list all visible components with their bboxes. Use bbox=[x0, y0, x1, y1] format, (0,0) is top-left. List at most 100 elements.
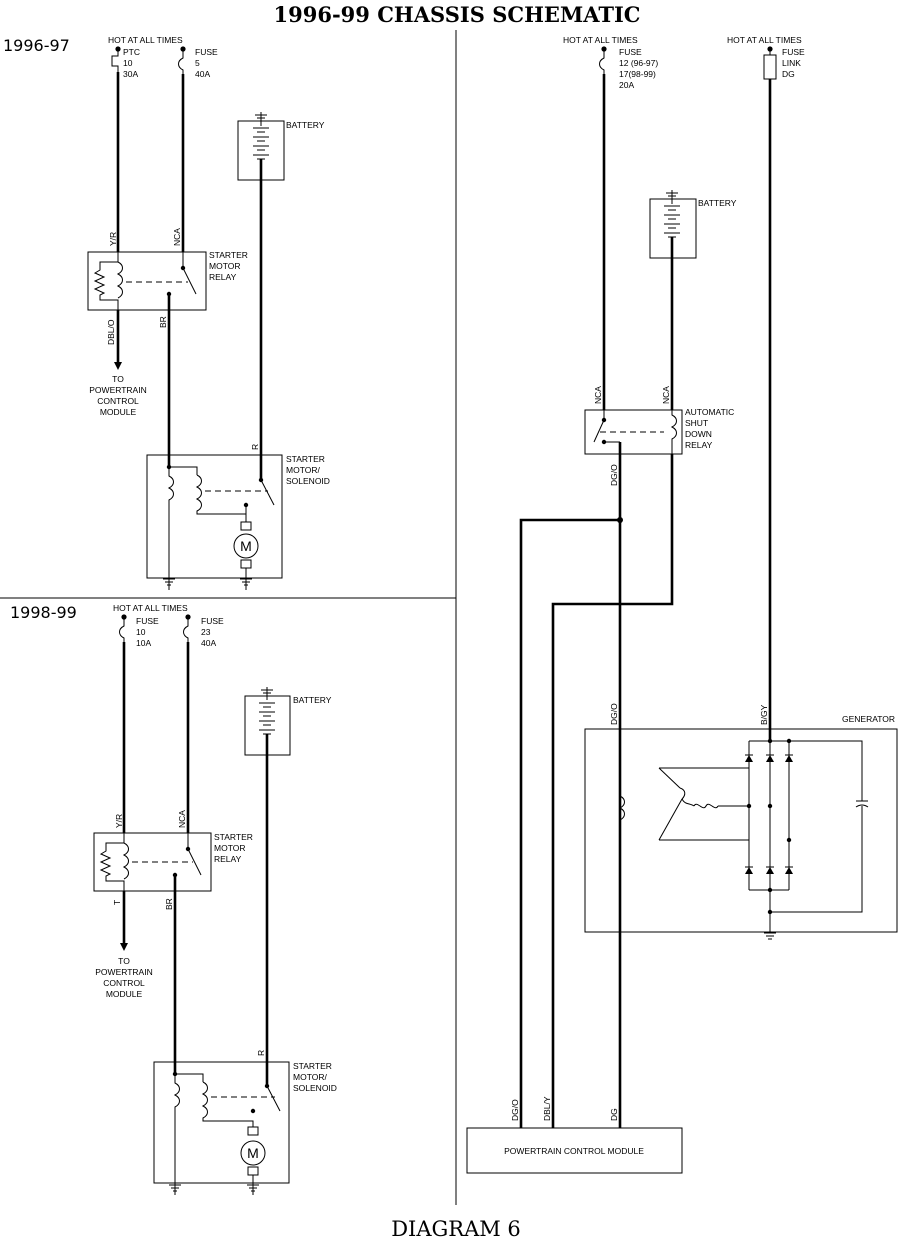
wire-label-y-r: Y/R bbox=[108, 232, 118, 246]
period-label-1996-97: 1996-97 bbox=[3, 36, 70, 55]
stator-line bbox=[681, 798, 695, 807]
to-pcm-label-3: CONTROL bbox=[103, 978, 145, 988]
fuse-number: 5 bbox=[195, 58, 200, 68]
wire-label-br: BR bbox=[158, 316, 168, 328]
fuse-b-number: 23 bbox=[201, 627, 211, 637]
starter-circuit-1998-99: HOT AT ALL TIMES FUSE 10 10A FUSE 23 40A… bbox=[93, 603, 337, 1195]
relay-resistor bbox=[99, 833, 125, 891]
relay-label-3: RELAY bbox=[209, 272, 237, 282]
diagram-footer: DIAGRAM 6 bbox=[391, 1217, 521, 1241]
to-pcm-label-1: TO bbox=[118, 956, 130, 966]
diagram-title: 1996-99 CHASSIS SCHEMATIC bbox=[274, 2, 641, 27]
starter-motor-solenoid bbox=[146, 454, 283, 579]
fuse-link-label-1: FUSE bbox=[782, 47, 805, 57]
fuse-a-rating: 10A bbox=[136, 638, 151, 648]
bridge-node bbox=[767, 803, 773, 809]
charging-circuit: HOT AT ALL TIMES HOT AT ALL TIMES FUSE 1… bbox=[466, 35, 898, 1174]
hot-at-all-times-label: HOT AT ALL TIMES bbox=[563, 35, 638, 45]
motor-brush bbox=[247, 1126, 259, 1136]
starter-motor bbox=[233, 533, 259, 559]
battery-label: BATTERY bbox=[286, 120, 325, 130]
motor-brush bbox=[240, 559, 252, 569]
to-pcm-label-3: CONTROL bbox=[97, 396, 139, 406]
to-pcm-label-2: POWERTRAIN bbox=[95, 967, 152, 977]
hot-at-all-times-label: HOT AT ALL TIMES bbox=[108, 35, 183, 45]
arrow-to-pcm bbox=[114, 362, 122, 370]
wire-label-t: T bbox=[112, 900, 122, 905]
ptc-label: PTC bbox=[123, 47, 140, 57]
fuse-number-96-97: 12 (96-97) bbox=[619, 58, 658, 68]
hot-at-all-times-label: HOT AT ALL TIMES bbox=[113, 603, 188, 613]
fuse-label: FUSE bbox=[195, 47, 218, 57]
asd-label-4: RELAY bbox=[685, 440, 713, 450]
relay-coil bbox=[116, 261, 123, 299]
hold-in-coil bbox=[173, 1074, 180, 1195]
battery-cells bbox=[259, 702, 275, 735]
to-pcm-label-4: MODULE bbox=[106, 989, 143, 999]
relay-label-1: STARTER bbox=[209, 250, 248, 260]
ground-symbol bbox=[240, 578, 252, 586]
asd-label-3: DOWN bbox=[685, 429, 712, 439]
capacitor bbox=[855, 804, 869, 808]
pull-in-coil bbox=[201, 1081, 254, 1127]
ground-symbol bbox=[764, 932, 776, 940]
solenoid-switch bbox=[266, 1085, 281, 1112]
fuse-b-label: FUSE bbox=[201, 616, 224, 626]
motor-brush bbox=[247, 1166, 259, 1176]
wire-label-nca: NCA bbox=[172, 228, 182, 246]
pcm-wire-label-dg: DG bbox=[609, 1108, 619, 1121]
generator-label: GENERATOR bbox=[842, 714, 895, 724]
capacitor-wire bbox=[789, 740, 863, 801]
ground-symbol bbox=[169, 1184, 181, 1192]
pull-in-coil bbox=[195, 474, 247, 522]
wire-dg-o-pcm bbox=[519, 518, 620, 1128]
solenoid-label-1: STARTER bbox=[293, 1061, 332, 1071]
diode bbox=[785, 755, 793, 762]
solenoid-label-1: STARTER bbox=[286, 454, 325, 464]
to-pcm-label-1: TO bbox=[112, 374, 124, 384]
starter-motor-solenoid bbox=[153, 1061, 290, 1184]
to-pcm-label-2: POWERTRAIN bbox=[89, 385, 146, 395]
wire-label-r: R bbox=[256, 1050, 266, 1056]
fuse-link-label-3: DG bbox=[782, 69, 795, 79]
hold-in-coil bbox=[167, 467, 174, 590]
starter-motor-relay bbox=[87, 251, 207, 311]
fuse-number-98-99: 17(98-99) bbox=[619, 69, 656, 79]
hot-at-all-times-label-2: HOT AT ALL TIMES bbox=[727, 35, 802, 45]
stator-line bbox=[693, 803, 719, 809]
stator-winding bbox=[658, 767, 749, 841]
fuse-rating: 40A bbox=[195, 69, 210, 79]
bridge-node bbox=[786, 837, 792, 843]
ptc-symbol bbox=[111, 49, 119, 72]
fuse-a-number: 10 bbox=[136, 627, 146, 637]
stator-line bbox=[658, 767, 681, 789]
relay-label-3: RELAY bbox=[214, 854, 242, 864]
wire-label-br: BR bbox=[164, 898, 174, 910]
stator-line bbox=[679, 787, 686, 800]
solenoid-label-3: SOLENOID bbox=[293, 1083, 337, 1093]
fuse-link bbox=[763, 54, 777, 80]
wire-label-nca: NCA bbox=[661, 386, 671, 404]
fuse-label: FUSE bbox=[619, 47, 642, 57]
to-pcm-label-4: MODULE bbox=[100, 407, 137, 417]
relay-label-2: MOTOR bbox=[209, 261, 240, 271]
starter-motor bbox=[240, 1140, 266, 1166]
solenoid-label-2: MOTOR/ bbox=[286, 465, 320, 475]
period-label-1998-99: 1998-99 bbox=[10, 603, 77, 622]
motor-symbol: M bbox=[247, 1145, 259, 1161]
diode bbox=[766, 867, 774, 874]
wire-label-y-r: Y/R bbox=[114, 814, 124, 828]
asd-relay bbox=[584, 409, 683, 455]
battery-label: BATTERY bbox=[698, 198, 737, 208]
solenoid-label-3: SOLENOID bbox=[286, 476, 330, 486]
fuse-rating: 20A bbox=[619, 80, 634, 90]
capacitor-wire bbox=[770, 806, 863, 913]
starter-motor-relay bbox=[93, 832, 212, 892]
pcm-wire-label-dg-o: DG/O bbox=[510, 1099, 520, 1121]
relay-switch-blade bbox=[187, 848, 202, 876]
relay-resistor bbox=[93, 252, 119, 310]
fuse-10-symbol bbox=[119, 617, 125, 642]
ptc-number: 10 bbox=[123, 58, 133, 68]
asd-coil bbox=[670, 410, 677, 454]
